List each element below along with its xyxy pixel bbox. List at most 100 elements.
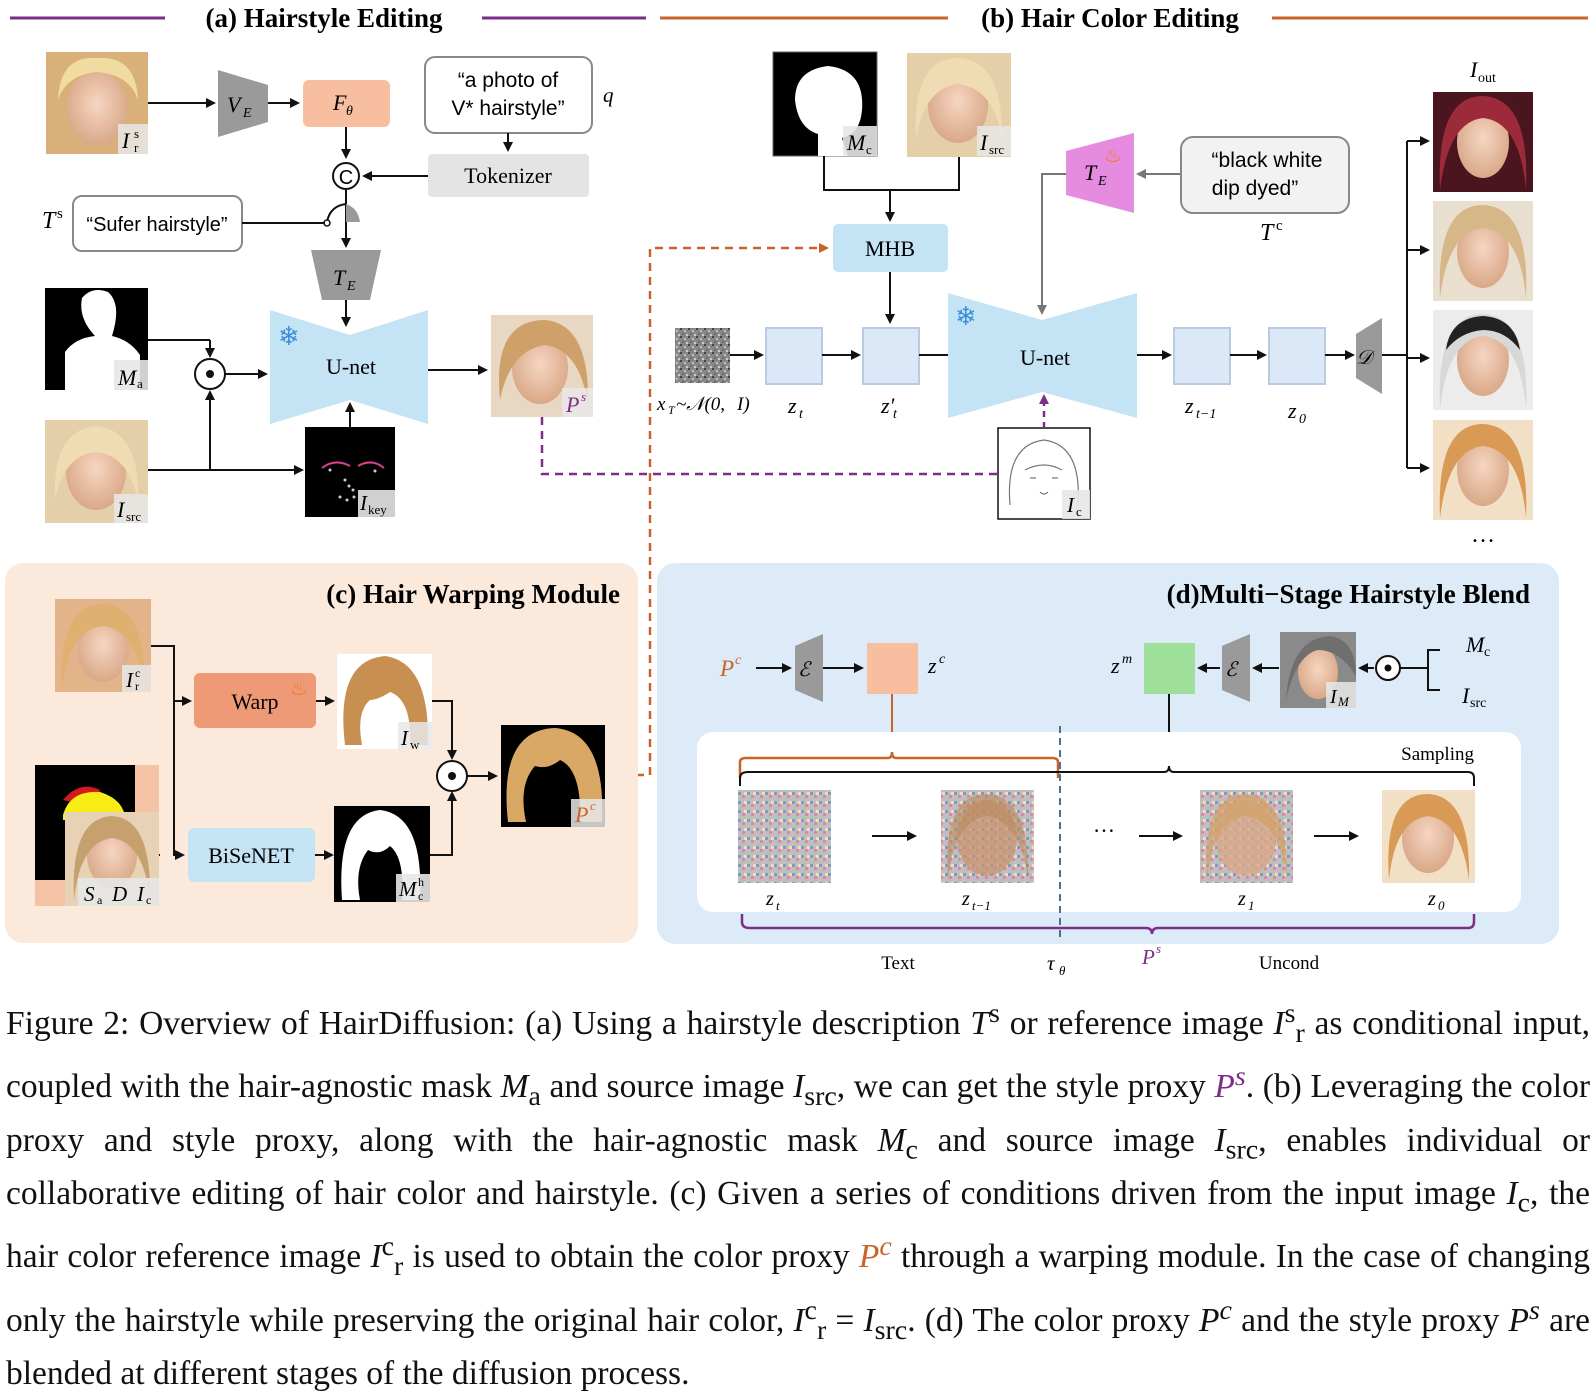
output-image-3 <box>1433 310 1533 410</box>
sufer-text-box: “Sufer hairstyle” <box>72 195 243 252</box>
svg-text:z: z <box>1237 888 1246 910</box>
svg-text:t: t <box>893 407 898 422</box>
svg-text:1: 1 <box>1248 898 1255 913</box>
svg-text:~𝒩(0,: ~𝒩(0, <box>676 394 725 415</box>
frozen-icon-a: ❄ <box>278 321 300 351</box>
svg-text:c: c <box>1484 645 1490 660</box>
encoder-e-right: ℰ <box>1222 634 1250 702</box>
svg-text:F: F <box>332 90 347 115</box>
svg-text:src: src <box>989 142 1004 157</box>
warp-block: Warp ♨ <box>194 673 316 728</box>
figure-diagram: (a) Hairstyle Editing (b) Hair Color Edi… <box>5 3 1588 978</box>
svg-text:M: M <box>398 877 418 901</box>
svg-text:0: 0 <box>1438 898 1445 913</box>
svg-text:s: s <box>57 206 63 222</box>
panel-b-header: (b) Hair Color Editing <box>660 3 1588 33</box>
bisenet-block: BiSeNET <box>188 828 315 882</box>
svg-text:c: c <box>135 666 140 680</box>
noise-xt: x T ~𝒩(0, I) <box>656 328 750 417</box>
image-ic: I c <box>997 427 1091 520</box>
svg-text:I: I <box>1066 493 1075 517</box>
concat-node: C <box>332 162 360 190</box>
mhb-block: MHB <box>833 224 948 272</box>
sample-z1: z 1 <box>1200 790 1293 913</box>
svg-text:M: M <box>117 365 138 390</box>
svg-text:Sampling: Sampling <box>1401 744 1474 765</box>
output-image-2 <box>1433 201 1533 301</box>
svg-text:I: I <box>400 726 409 750</box>
svg-text:c: c <box>418 889 423 903</box>
zm-label: z <box>1110 653 1120 678</box>
svg-text:T: T <box>1084 160 1098 185</box>
svg-text:D: D <box>111 882 127 906</box>
svg-text:E: E <box>1097 174 1107 189</box>
svg-text:BiSeNET: BiSeNET <box>208 843 294 868</box>
svg-text:ℰ: ℰ <box>1225 659 1239 681</box>
svg-text:U-net: U-net <box>326 354 376 379</box>
latent-zc: z c <box>867 643 946 694</box>
svg-text:r: r <box>135 679 139 693</box>
panel-c-title: (c) Hair Warping Module <box>326 579 620 609</box>
svg-text:z: z <box>787 393 797 418</box>
image-stack-conditions: S a D I c <box>35 765 159 907</box>
svg-text:z′: z′ <box>880 393 896 418</box>
uncond-stage-label: Uncond <box>1259 953 1320 974</box>
image-ma: M a <box>45 288 148 391</box>
svg-text:Tokenizer: Tokenizer <box>464 163 552 188</box>
svg-text:x: x <box>656 394 666 415</box>
tokenizer-block: Tokenizer <box>428 154 589 197</box>
svg-text:I): I) <box>736 394 750 415</box>
svg-text:m: m <box>1122 652 1132 667</box>
ps-label-d: P <box>1141 945 1155 969</box>
svg-text:M: M <box>1465 632 1486 657</box>
panel-c: (c) Hair Warping Module I c r S a D I c <box>5 563 638 943</box>
sample-zt-minus-1: z t−1 <box>941 790 1034 913</box>
svg-text:𝒟: 𝒟 <box>1356 347 1376 369</box>
sample-zt: z t <box>738 790 831 913</box>
svg-text:I: I <box>136 882 145 906</box>
latent-zt-prime: z′ t <box>862 327 920 422</box>
svg-text:z: z <box>1287 398 1297 423</box>
brace-text <box>738 751 1060 778</box>
svg-text:a: a <box>137 376 143 391</box>
panel-b-title: (b) Hair Color Editing <box>981 3 1239 33</box>
svg-text:…: … <box>1093 812 1115 837</box>
iout-label: I <box>1469 57 1479 82</box>
svg-text:dip dyed”: dip dyed” <box>1212 177 1298 200</box>
svg-text:h: h <box>418 875 424 889</box>
figure-caption: Figure 2: Overview of HairDiffusion: (a)… <box>6 998 1591 1393</box>
svg-text:I: I <box>359 491 368 515</box>
decoder-d: 𝒟 <box>1356 318 1382 394</box>
svg-text:θ: θ <box>346 104 353 119</box>
svg-text:s: s <box>1156 941 1161 956</box>
latent-zt: z t <box>765 327 823 422</box>
pc-label: P <box>719 656 734 681</box>
svg-text:“Sufer hairstyle”: “Sufer hairstyle” <box>86 214 227 236</box>
svg-text:T: T <box>1260 220 1275 246</box>
svg-text:M: M <box>1337 694 1350 709</box>
image-ir-s: I s r <box>46 52 148 155</box>
image-ir-c: I c r <box>55 599 151 693</box>
image-iw: I w <box>337 654 432 752</box>
image-ps: P s <box>491 315 593 417</box>
image-mch: M h c <box>334 806 430 903</box>
svg-text:I: I <box>121 128 131 153</box>
text-encoder-te-a: T E <box>311 250 381 300</box>
svg-text:V* hairstyle”: V* hairstyle” <box>451 97 564 120</box>
svg-text:I: I <box>979 130 989 155</box>
sampling-box: Sampling <box>697 732 1521 912</box>
odot-node-a <box>194 358 226 390</box>
svg-text:c: c <box>939 652 946 667</box>
latent-z0: z 0 <box>1268 327 1326 427</box>
odot-node-d <box>1375 655 1401 681</box>
svg-text:c: c <box>590 798 596 813</box>
output-image-4 <box>1433 420 1533 520</box>
svg-text:a: a <box>97 893 103 907</box>
panel-d: (d)Multi−Stage Hairstyle Blend P c ℰ z c… <box>657 563 1559 944</box>
image-encoder-ve: V E <box>218 70 268 137</box>
svg-text:I: I <box>1461 683 1471 708</box>
brace-uncond <box>739 765 1475 786</box>
ps-to-ic-dashed <box>540 417 997 476</box>
panel-a-header: (a) Hairstyle Editing <box>10 3 646 33</box>
svg-text:“black white: “black white <box>1212 149 1323 172</box>
